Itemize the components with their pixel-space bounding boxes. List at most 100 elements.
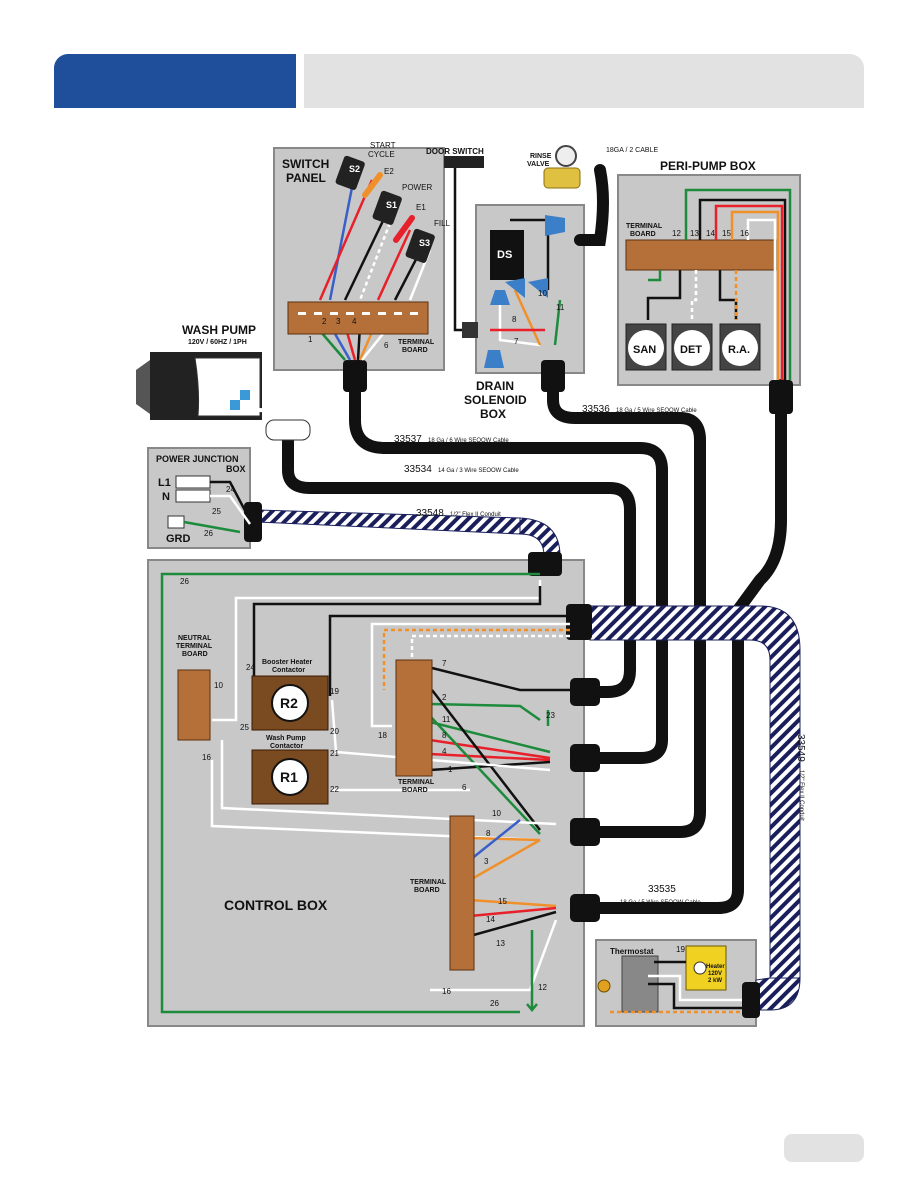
wp-contactor-label-1: Wash Pump [266, 735, 306, 742]
label-e2: E2 [384, 167, 394, 176]
cb-wire-24: 24 [246, 663, 255, 672]
connector-33537 [570, 744, 600, 772]
indicator-e2 [362, 172, 383, 198]
cb-wire-14: 14 [486, 915, 495, 924]
cb-tb2-label-2: BOARD [414, 887, 440, 894]
connector-peri [769, 380, 793, 414]
cb-wire-21: 21 [330, 749, 339, 758]
cb-wire-11: 11 [442, 715, 451, 724]
label-l1: L1 [158, 477, 171, 489]
switch-s2 [335, 155, 365, 190]
contactor-r2 [251, 675, 329, 731]
rinse-valve-label-2: VALVE [527, 161, 550, 168]
conduit-33549-elbow [755, 977, 801, 1011]
pump-san [625, 323, 667, 371]
wash-pump-motor [136, 352, 262, 420]
indicator-e1 [393, 215, 415, 243]
cb-wire-10-n: 10 [214, 681, 223, 690]
pp-wire-15: 15 [722, 229, 731, 238]
cb-wire-16: 16 [442, 987, 451, 996]
pp-wire-12: 12 [672, 229, 681, 238]
cable-rinse [574, 164, 609, 246]
cable-33536-num: 33536 [582, 404, 610, 415]
drain-wire-7: 7 [514, 337, 519, 346]
label-grd: GRD [166, 533, 191, 545]
valve-right [528, 278, 548, 298]
cb-wire-26-top: 26 [180, 577, 189, 586]
door-switch [444, 156, 484, 168]
cb-wire-7: 7 [442, 659, 447, 668]
label-e1: E1 [416, 203, 426, 212]
cable-33548-num: 33548 [416, 508, 444, 519]
wp-contactor-label-2: Contactor [270, 743, 303, 750]
cable-33537-desc: 18 Ga / 6 Wire SEOOW Cable [428, 438, 509, 444]
connector-33534 [570, 678, 600, 706]
pj-title-1: POWER JUNCTION [156, 454, 239, 464]
contactor-r1 [251, 749, 329, 805]
connector-switch-panel [343, 360, 367, 392]
pj-title-2: BOX [226, 464, 246, 474]
drain-box-label-1: DRAIN [476, 379, 514, 393]
switch-panel-title-1: SWITCH [282, 157, 329, 171]
san-label: SAN [633, 344, 656, 356]
sp-wire-4: 4 [352, 317, 357, 326]
cb-wire-4: 4 [442, 747, 447, 756]
cb-wire-1: 1 [448, 765, 453, 774]
peri-pump-title: PERI-PUMP BOX [660, 159, 756, 173]
connector-33549 [566, 604, 592, 640]
cb-tb1-label-2: BOARD [402, 787, 428, 794]
valve-mid [505, 278, 525, 298]
wire-26-top [160, 572, 540, 1014]
r1-label: R1 [280, 769, 298, 785]
r2-label: R2 [280, 695, 298, 711]
control-box-title: CONTROL BOX [224, 897, 328, 913]
booster-label-2: Contactor [272, 667, 305, 674]
neutral-terminal-board [177, 669, 211, 741]
ds-solenoid [490, 230, 524, 280]
heater-terminal [693, 961, 707, 975]
ntb-label-3: BOARD [182, 651, 208, 658]
pp-wire-16: 16 [740, 229, 749, 238]
valve-left [490, 290, 510, 305]
connector-drain [541, 360, 565, 392]
cb-terminal-board-1 [395, 659, 433, 777]
cb-wire-19: 19 [330, 687, 339, 696]
wash-pump-junction [265, 419, 311, 441]
drain-wire-8: 8 [512, 315, 517, 324]
sp-wire-2: 2 [322, 317, 327, 326]
door-switch-label: DOOR SWITCH [426, 147, 484, 156]
det-label: DET [680, 344, 702, 356]
cb-wire-12: 12 [538, 983, 547, 992]
label-fill: FILL [434, 219, 451, 228]
cb-wire-10: 10 [492, 809, 501, 818]
connector-33535 [570, 894, 600, 922]
connector-33536 [570, 818, 600, 846]
pj-wire-24: 24 [226, 485, 235, 494]
sp-wire-1: 1 [308, 335, 313, 344]
cb-wire-26-bottom: 26 [490, 999, 499, 1008]
label-s3: S3 [419, 238, 430, 248]
ra-label: R.A. [728, 344, 750, 356]
connector-thermostat [742, 982, 760, 1018]
drain-wire-11: 11 [556, 303, 565, 312]
thermostat-probe [597, 979, 611, 993]
cable-33534-desc: 14 Ga / 3 Wire SEOOW Cable [438, 468, 519, 474]
cb-tb2-label-1: TERMINAL [410, 879, 447, 886]
pj-terminal-n [175, 489, 211, 503]
cable-33549-num: 33549 [795, 734, 806, 762]
pj-terminal-grd [167, 515, 185, 529]
label-start: START [370, 141, 396, 150]
pp-tb-label-2: BOARD [630, 231, 656, 238]
cable-33535 [582, 379, 787, 914]
wash-pump-title: WASH PUMP [182, 323, 256, 337]
cb-wire-15: 15 [498, 897, 507, 906]
label-s2: S2 [349, 164, 360, 174]
cable-33536 [547, 374, 706, 838]
ds-label: DS [497, 249, 512, 261]
cable-33534-num: 33534 [404, 464, 432, 475]
heater-label-2: 120V [708, 971, 722, 977]
cable-33549-desc: 1/2" Flex II Conduit [798, 770, 804, 821]
page-number-tab [784, 1134, 864, 1162]
drain-box-label-2: SOLENOID [464, 393, 527, 407]
cable-33534 [282, 424, 636, 698]
